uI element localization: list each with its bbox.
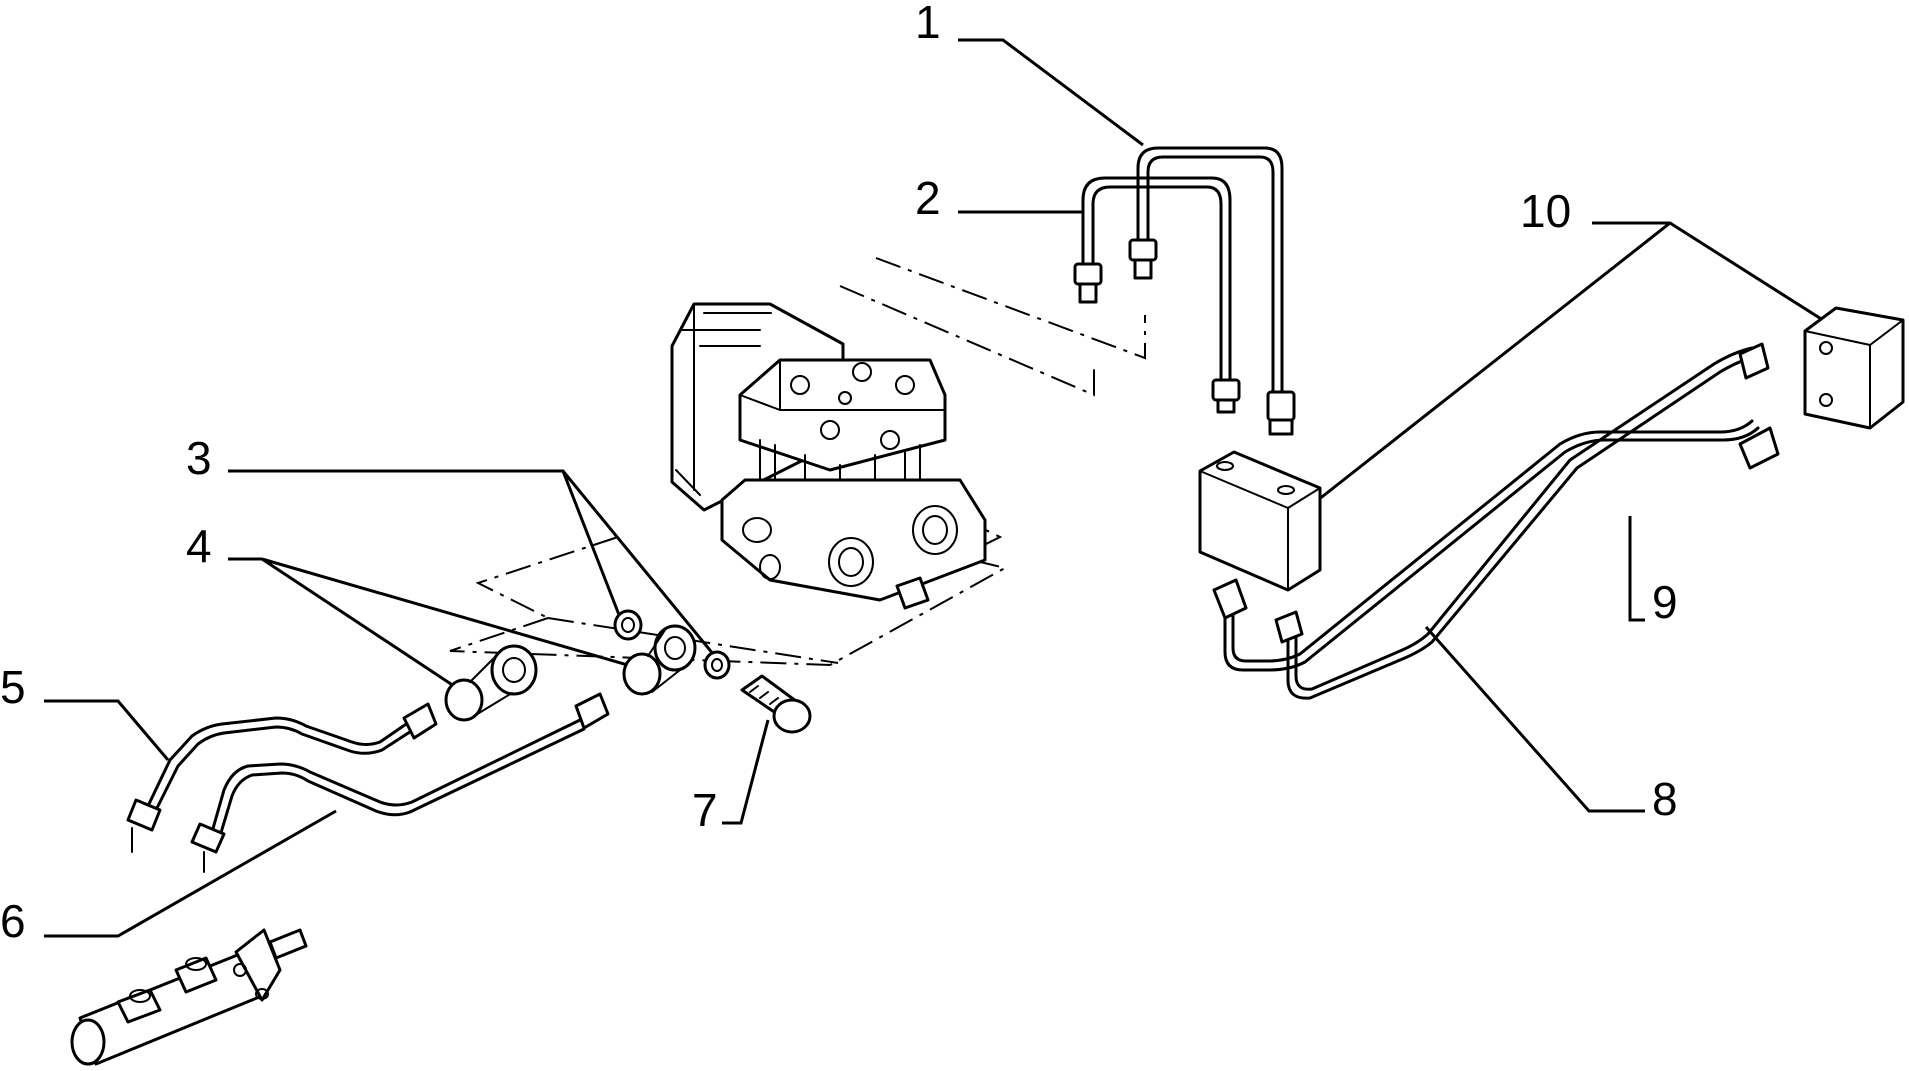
callout-6[interactable]: 6: [0, 895, 26, 947]
callout-10[interactable]: 10: [1520, 185, 1571, 237]
leader-5: [44, 699, 170, 761]
callout-3[interactable]: 3: [186, 432, 212, 484]
callout-5[interactable]: 5: [0, 661, 26, 713]
pipe-2: [1073, 176, 1241, 414]
callout-8[interactable]: 8: [1652, 773, 1678, 825]
callout-labels: 1 2 3 4 5 6 7 8 9 10: [0, 0, 1678, 947]
leader-6: [44, 809, 337, 938]
leader-3: [228, 469, 720, 661]
pipes-5-6: [126, 692, 610, 873]
part-10-block-right: [1803, 306, 1905, 430]
callout-2[interactable]: 2: [915, 172, 941, 224]
callout-4[interactable]: 4: [186, 520, 212, 572]
leader-8: [1424, 626, 1645, 813]
washers-and-banjos: [444, 609, 731, 722]
leader-lines: [44, 38, 1827, 938]
abs-hydraulic-unit: [670, 302, 987, 610]
leader-7: [722, 719, 770, 825]
pipe-1: [1128, 146, 1296, 436]
banjo-bolt-7: [740, 674, 812, 734]
callout-1[interactable]: 1: [915, 0, 941, 48]
callout-7[interactable]: 7: [692, 784, 718, 836]
guide-upper: [839, 257, 1146, 397]
part-10-block-left: [1198, 450, 1322, 592]
callout-9[interactable]: 9: [1652, 576, 1678, 628]
pipes-8-9: [1212, 342, 1780, 700]
leader-4: [228, 557, 639, 692]
master-cylinder: [70, 928, 308, 1066]
leader-9: [1628, 516, 1645, 622]
leader-10: [1317, 221, 1827, 502]
leader-1: [958, 38, 1144, 147]
